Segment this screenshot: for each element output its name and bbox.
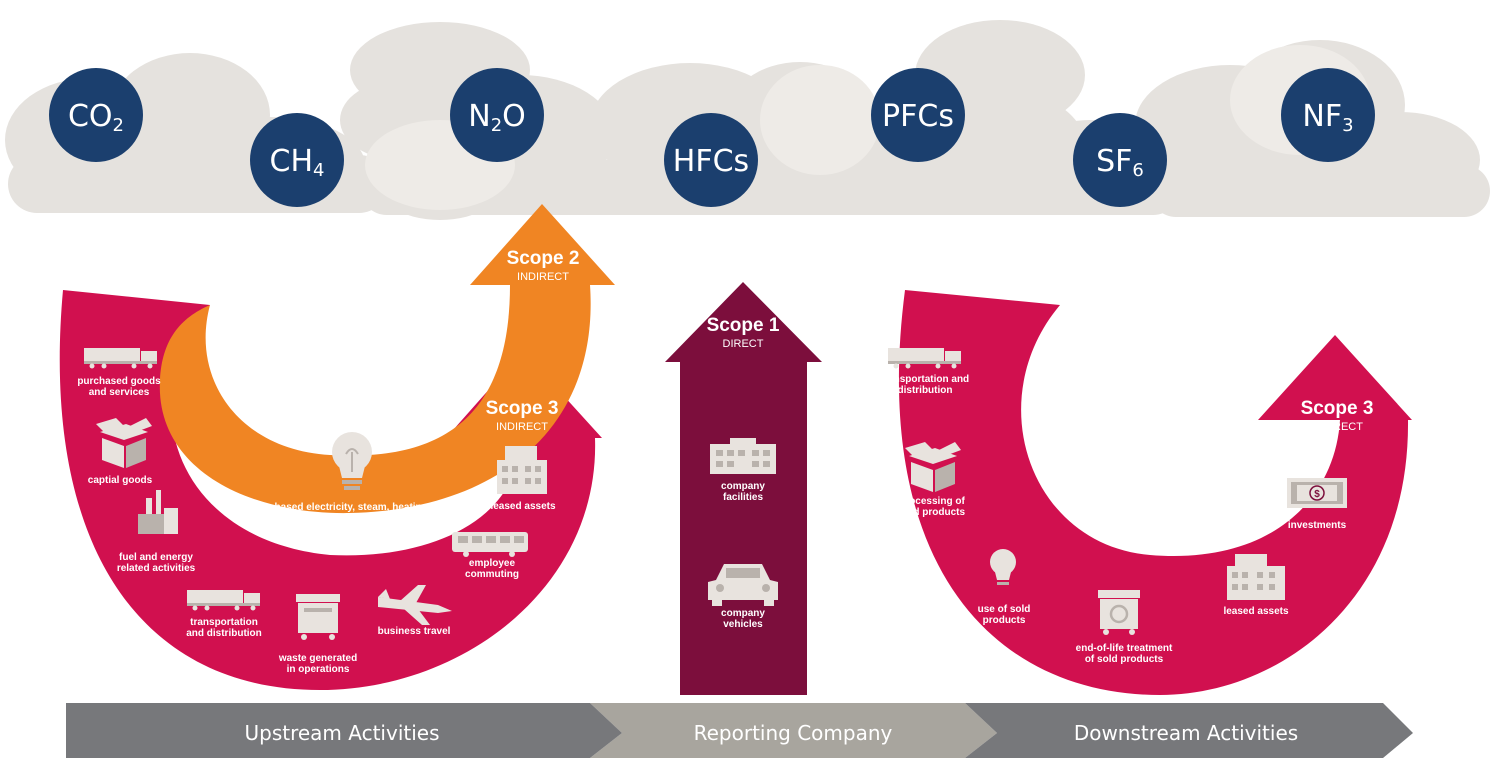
- box-icon: [905, 442, 961, 492]
- label-company-facilities-2: facilities: [723, 492, 763, 503]
- gas-label-ch4: CH4: [270, 144, 325, 181]
- scope1-subtitle: DIRECT: [723, 338, 764, 350]
- label-waste-2: in operations: [287, 664, 350, 675]
- label-purchased-goods-2: and services: [89, 387, 150, 398]
- gas-circles: CO2 CH4 N2O HFCs PFCs SF6 NF3: [49, 68, 1375, 207]
- label-processing-1: processing of: [899, 496, 965, 507]
- recycling-dumpster-icon: [1098, 590, 1140, 635]
- airplane-icon: [378, 585, 452, 625]
- gas-label-hfcs: HFCs: [673, 144, 749, 179]
- label-business-travel: business travel: [378, 626, 451, 637]
- box-icon: [96, 418, 152, 468]
- truck-icon: [187, 590, 260, 611]
- building-icon: [1227, 554, 1285, 600]
- label-investments: investments: [1288, 520, 1347, 531]
- band-upstream-label: Upstream Activities: [244, 721, 439, 745]
- label-fuel-energy-2: related activities: [117, 563, 196, 574]
- dumpster-icon: [296, 594, 340, 640]
- label-downstream-transportation-1: transportation and: [881, 374, 969, 385]
- gas-label-co2: CO2: [68, 99, 124, 136]
- money-icon: $: [1287, 478, 1347, 508]
- activity-band: Upstream Activities Reporting Company Do…: [66, 703, 1413, 758]
- label-company-vehicles-1: company: [721, 608, 765, 619]
- gas-circle-ch4: [250, 113, 344, 207]
- gas-circle-hfcs: [664, 113, 758, 207]
- gas-circle-n2o: [450, 68, 544, 162]
- gas-label-sf6: SF6: [1096, 144, 1144, 181]
- band-downstream-label: Downstream Activities: [1074, 721, 1298, 745]
- scope1-title: Scope 1: [707, 315, 780, 336]
- scope2-title: Scope 2: [507, 248, 580, 269]
- label-use-of-sold-2: products: [983, 615, 1026, 626]
- gas-circle-co2: [49, 68, 143, 162]
- label-company-facilities-1: company: [721, 481, 765, 492]
- scope3-upstream-subtitle: INDIRECT: [496, 421, 548, 433]
- band-reporting-label: Reporting Company: [694, 721, 893, 745]
- label-capital-goods: captial goods: [88, 475, 153, 486]
- label-transportation-2: and distribution: [186, 628, 262, 639]
- factory-icon: [138, 490, 178, 534]
- building-icon: [710, 438, 776, 474]
- lightbulb-icon: [990, 549, 1016, 585]
- label-processing-2: sold products: [899, 507, 966, 518]
- label-employee-commuting-1: employee: [469, 558, 516, 569]
- label-purchased-electricity-2: cooling for own use: [305, 513, 400, 524]
- gas-label-pfcs: PFCs: [882, 99, 954, 134]
- scope2-arrow: [159, 204, 616, 514]
- band-upstream-bg: [66, 703, 622, 758]
- bus-icon: [452, 532, 528, 557]
- band-downstream-bg: [965, 703, 1413, 758]
- label-use-of-sold-1: use of sold: [978, 604, 1031, 615]
- gas-circle-sf6: [1073, 113, 1167, 207]
- scope3-downstream-subtitle: INDIRECT: [1311, 421, 1363, 433]
- label-fuel-energy-1: fuel and energy: [119, 552, 193, 563]
- gas-circle-nf3: [1281, 68, 1375, 162]
- truck-icon: [84, 348, 157, 369]
- label-downstream-transportation-2: distribution: [898, 385, 953, 396]
- label-company-vehicles-2: vehicles: [723, 619, 763, 630]
- gas-label-nf3: NF3: [1302, 99, 1353, 136]
- label-leased-assets-downstream: leased assets: [1223, 606, 1288, 617]
- label-waste-1: waste generated: [278, 653, 357, 664]
- building-icon: [497, 446, 547, 494]
- label-transportation-1: transportation: [190, 617, 258, 628]
- gas-label-n2o: N2O: [468, 99, 526, 136]
- label-end-of-life-1: end-of-life treatment: [1076, 643, 1173, 654]
- svg-text:$: $: [1314, 489, 1320, 500]
- label-end-of-life-2: of sold products: [1085, 654, 1164, 665]
- lightbulb-icon: [332, 432, 372, 490]
- label-purchased-electricity-1: purchased electricity, steam, heating, a…: [253, 502, 451, 513]
- scope2-subtitle: INDIRECT: [517, 271, 569, 283]
- band-reporting-bg: [590, 703, 997, 758]
- truck-icon: [888, 348, 961, 369]
- label-leased-assets-upstream: leased assets: [490, 501, 555, 512]
- scope3-upstream-title: Scope 3: [486, 398, 559, 419]
- scope3-downstream-title: Scope 3: [1301, 398, 1374, 419]
- label-purchased-goods-1: purchased goods: [77, 376, 161, 387]
- scope1-arrow: [665, 282, 822, 695]
- cloud-bank: [5, 20, 1490, 220]
- gas-circle-pfcs: [871, 68, 965, 162]
- label-employee-commuting-2: commuting: [465, 569, 519, 580]
- car-icon: [708, 564, 778, 606]
